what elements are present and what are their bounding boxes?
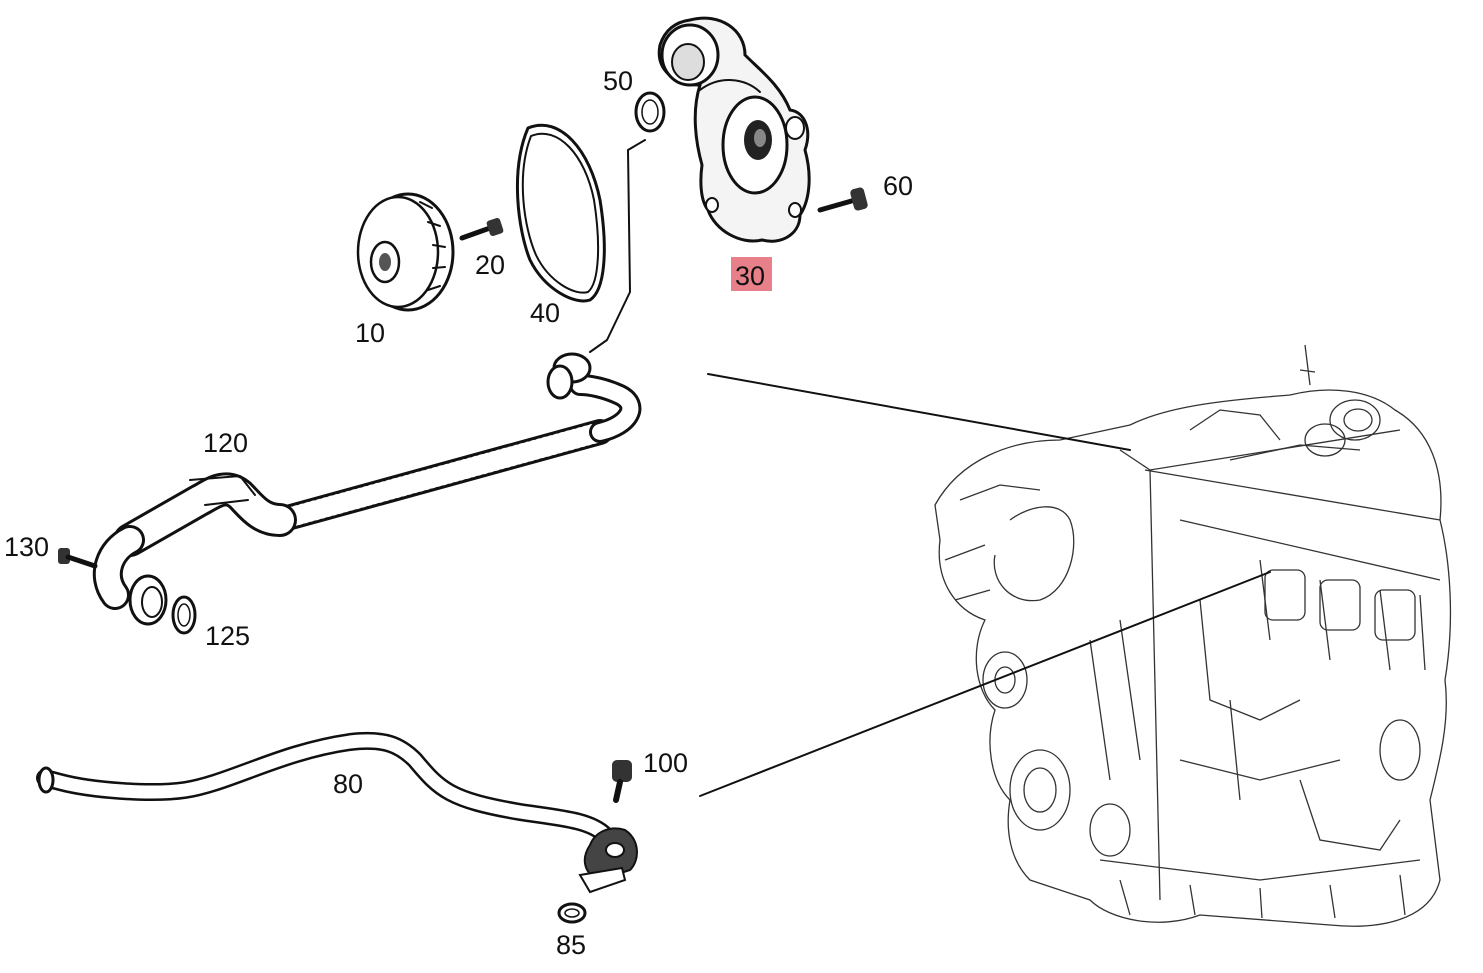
pipe-part-80 xyxy=(36,731,638,894)
label-part-50: 50 xyxy=(603,66,633,96)
pointer-lines xyxy=(699,373,1271,797)
label-part-120: 120 xyxy=(203,428,248,458)
label-part-40: 40 xyxy=(530,298,560,328)
pulley-part-10 xyxy=(356,192,455,312)
part-labels: 30 10 20 40 50 60 80 85 100 120 125 130 xyxy=(4,66,913,960)
belt-part-40 xyxy=(515,123,606,303)
leader-line-50 xyxy=(589,139,646,353)
label-part-20: 20 xyxy=(475,250,505,280)
label-part-100: 100 xyxy=(643,748,688,778)
bolt-part-130 xyxy=(58,548,98,569)
o-ring-part-50 xyxy=(634,91,666,133)
bolt-part-20 xyxy=(459,218,504,241)
label-part-130: 130 xyxy=(4,532,49,562)
highlight-30 xyxy=(731,257,772,291)
o-ring-part-85 xyxy=(557,902,587,924)
label-part-60: 60 xyxy=(883,171,913,201)
label-part-10: 10 xyxy=(355,318,385,348)
engine-assembly-illustration xyxy=(934,344,1452,927)
water-pump-part-30 xyxy=(657,16,811,243)
bolt-part-100 xyxy=(612,760,632,803)
label-part-80: 80 xyxy=(333,769,363,799)
label-part-125: 125 xyxy=(205,621,250,651)
hose-part-120 xyxy=(92,352,642,626)
o-ring-part-125 xyxy=(171,595,197,635)
label-part-30: 30 xyxy=(735,261,765,291)
bolt-part-60 xyxy=(817,187,868,213)
label-part-85: 85 xyxy=(556,930,586,960)
